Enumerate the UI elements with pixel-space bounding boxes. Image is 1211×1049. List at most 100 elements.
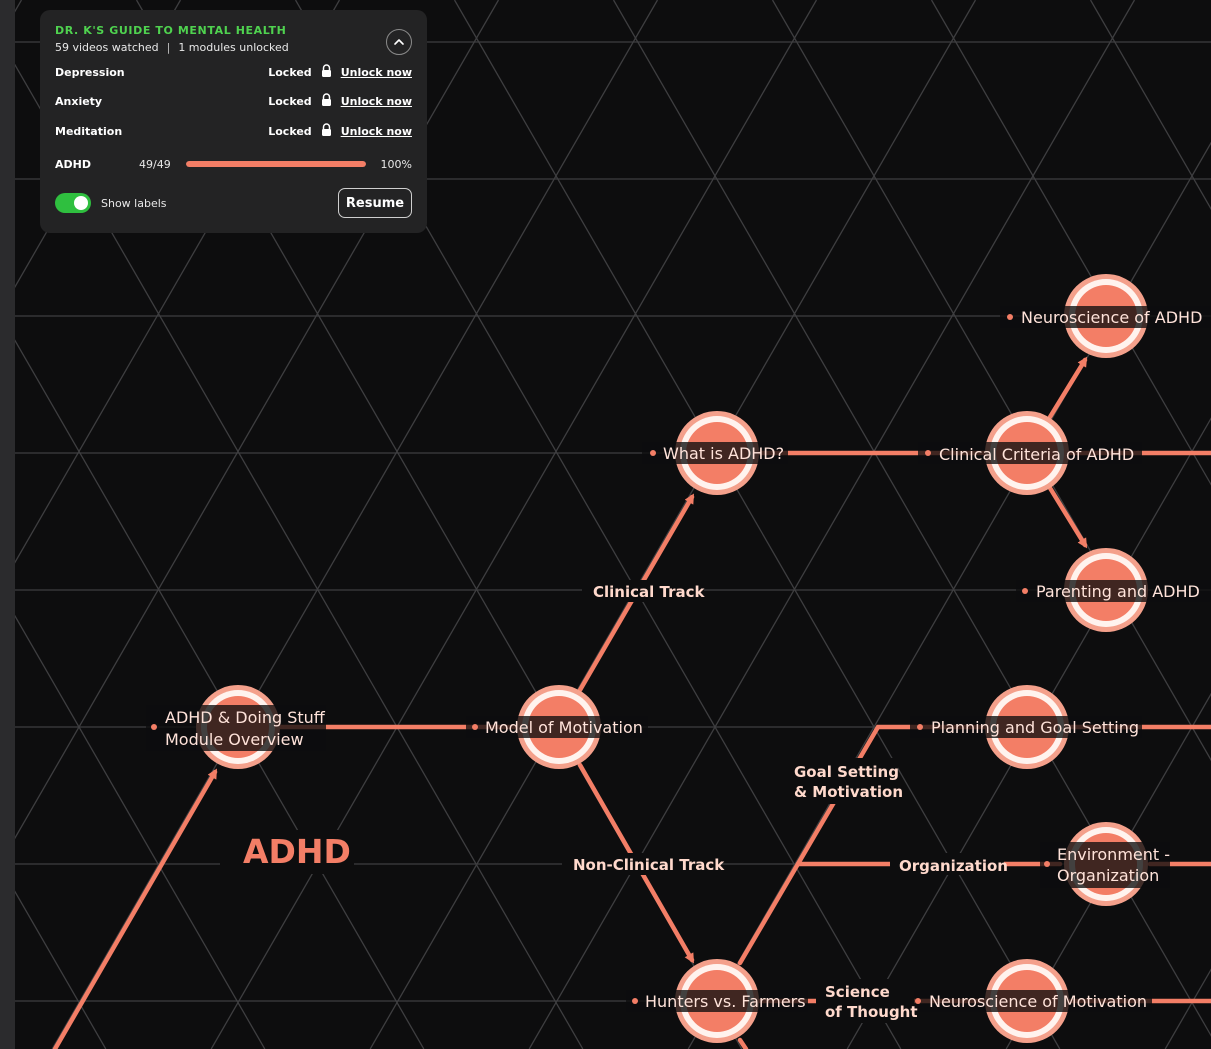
module-status: Locked [268, 124, 312, 138]
unlock-now-link[interactable]: Unlock now [340, 65, 412, 79]
clinical-track-label: Clinical Track [593, 583, 705, 601]
hunters-label-bg [626, 990, 808, 1012]
grid-line [15, 339, 425, 1049]
adhd-video-count: 49/49 [139, 157, 171, 171]
non-clinical-track-bg [562, 853, 720, 875]
left-edge-bar [0, 0, 15, 1049]
clinical-track-bg [582, 580, 704, 602]
planning-label-bg [910, 716, 1142, 738]
node-environment-label-line2[interactable]: Organization [1057, 866, 1159, 885]
lock-icon [321, 64, 332, 80]
module-name: ADHD [55, 157, 91, 171]
show-labels-label: Show labels [101, 196, 167, 210]
criteria-bullet [925, 450, 931, 456]
unlock-now-link[interactable]: Unlock now [340, 94, 412, 108]
connector-criteria-to-neuroscience [1047, 356, 1088, 420]
lock-icon [321, 123, 332, 139]
adhd-progress-fill [186, 161, 366, 167]
adhd-progress-percent: 100% [380, 157, 412, 171]
panel-stats: 59 videos watched|1 modules unlocked [55, 41, 412, 54]
unlock-now-link[interactable]: Unlock now [340, 124, 412, 138]
panel-footer: Show labels Resume [55, 188, 412, 218]
organization-track-label: Organization [899, 857, 1008, 875]
module-row-depression: Depression Locked Unlock now [55, 63, 412, 81]
grid-line [771, 0, 1211, 762]
what-is-label-bg [642, 442, 788, 464]
non-clinical-track-label: Non-Clinical Track [573, 856, 725, 874]
module-row-meditation: Meditation Locked Unlock now [55, 122, 412, 140]
progress-panel: DR. K'S GUIDE TO MENTAL HEALTH 59 videos… [40, 10, 427, 233]
node-neuro-motivation-label[interactable]: Neuroscience of Motivation [929, 992, 1147, 1011]
what-is-bullet [650, 450, 656, 456]
motivation-label-bg [466, 716, 648, 738]
neuro-motivation-label-bg [908, 990, 1152, 1012]
goal-setting-track-label-line1: Goal Setting [794, 763, 899, 781]
hunters-bullet [632, 998, 638, 1004]
node-what-is[interactable] [675, 411, 759, 495]
planning-bullet [917, 724, 923, 730]
organization-track-bg [890, 853, 1004, 875]
environment-label-bg [1040, 842, 1170, 888]
node-environment-label-line1[interactable]: Environment - [1057, 845, 1170, 864]
grid-line [687, 141, 1211, 1049]
motivation-bullet [472, 724, 478, 730]
grid-line [15, 614, 266, 1049]
module-title-bg [220, 830, 354, 874]
connector-hunters-down [737, 1037, 749, 1049]
adhd-progress-bar [186, 161, 366, 167]
grid-line [210, 0, 818, 1049]
node-criteria-label[interactable]: Clinical Criteria of ADHD [939, 445, 1134, 464]
module-name: Anxiety [55, 94, 103, 108]
goal-setting-track-label-line2: & Motivation [794, 783, 903, 801]
stats-separator: | [166, 41, 171, 54]
node-overview-label-line2[interactable]: Module Overview [165, 730, 304, 749]
module-status: Locked [268, 94, 312, 108]
module-name: Meditation [55, 124, 123, 138]
grid-line [51, 0, 659, 1049]
collapse-panel-button[interactable] [386, 29, 412, 55]
panel-title: DR. K'S GUIDE TO MENTAL HEALTH [55, 24, 287, 37]
module-row-adhd[interactable]: ADHD 49/49 100% [55, 155, 412, 173]
module-row-anxiety: Anxiety Locked Unlock now [55, 92, 412, 110]
node-hunters-label[interactable]: Hunters vs. Farmers [645, 992, 806, 1011]
resume-button[interactable]: Resume [338, 188, 412, 218]
parenting-label-bg [1016, 580, 1211, 602]
overview-bullet [151, 724, 157, 730]
track-labels: Clinical Track Non-Clinical Track Goal S… [562, 580, 1008, 1023]
grid-line [1089, 0, 1211, 211]
chevron-up-icon [394, 39, 404, 45]
environment-bullet [1044, 861, 1050, 867]
criteria-label-bg [918, 442, 1142, 464]
neuroscience-label-bg [1000, 306, 1211, 328]
connector-criteria-to-parenting [1047, 485, 1088, 549]
module-title: ADHD [243, 832, 351, 871]
module-name: Depression [55, 65, 125, 79]
node-overview-label-line1[interactable]: ADHD & Doing Stuff [165, 708, 326, 727]
science-track-label-line2: of Thought [825, 1003, 918, 1021]
toggle-knob [74, 196, 88, 210]
science-track-label-line1: Science [825, 983, 890, 1001]
grid-line [846, 417, 1211, 1049]
module-status: Locked [268, 65, 312, 79]
node-motivation-label[interactable]: Model of Motivation [485, 718, 643, 737]
goal-setting-track-bg [786, 758, 898, 804]
modules-unlocked: 1 modules unlocked [178, 41, 289, 54]
node-parenting-label[interactable]: Parenting and ADHD [1036, 582, 1200, 601]
neuro-motivation-bullet [915, 998, 921, 1004]
grid-line [453, 0, 1061, 1049]
parenting-bullet [1022, 588, 1028, 594]
grid-line [369, 0, 977, 1049]
node-what-is-label[interactable]: What is ADHD? [663, 444, 784, 463]
lock-icon [321, 93, 332, 109]
grid-line [528, 0, 1136, 1049]
node-planning-label[interactable]: Planning and Goal Setting [931, 718, 1139, 737]
neuroscience-bullet [1007, 314, 1013, 320]
connector-start-to-overview [52, 768, 218, 1049]
grid-line [15, 0, 23, 13]
node-neuroscience-adhd-label[interactable]: Neuroscience of ADHD [1021, 308, 1202, 327]
node-labels: ADHD & Doing Stuff Module Overview Model… [146, 306, 1211, 1012]
overview-label-bg [146, 705, 326, 751]
show-labels-toggle[interactable] [55, 193, 91, 213]
grid-line [930, 0, 1211, 486]
